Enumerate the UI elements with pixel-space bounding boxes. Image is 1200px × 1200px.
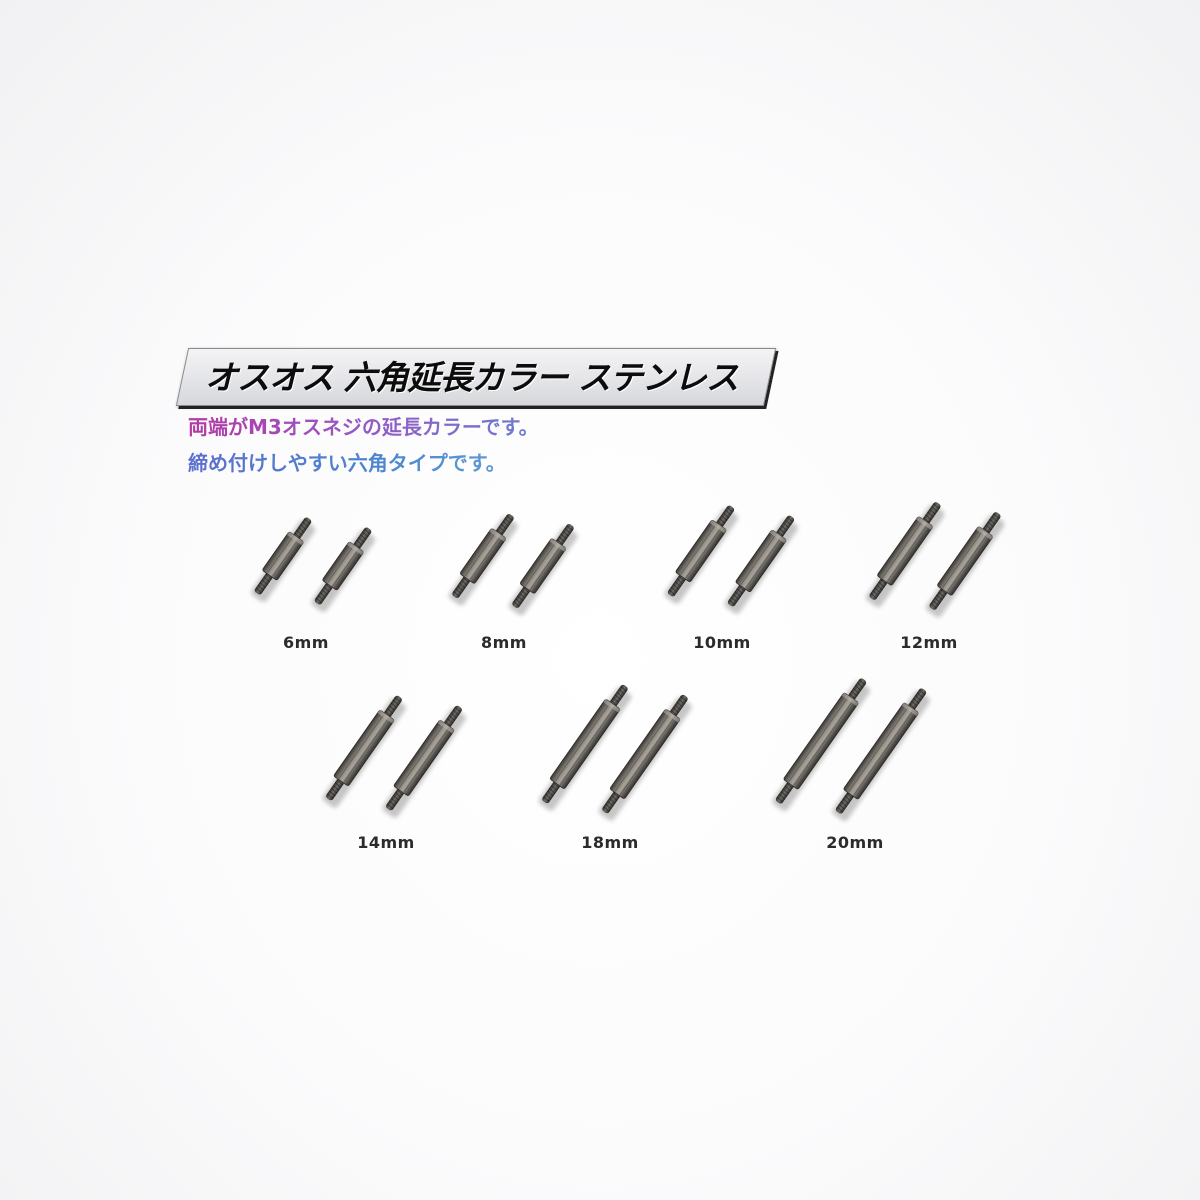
size-label-6mm: 6mm — [283, 633, 329, 652]
spacer-8mm-left — [448, 514, 518, 606]
spacer-20mm-left — [772, 678, 870, 812]
spacer-pair-14mm — [322, 695, 466, 818]
product-title: オスオス 六角延長カラー ステンレス — [205, 358, 739, 397]
spacer-8mm-right — [508, 524, 578, 616]
size-label-12mm: 12mm — [900, 633, 958, 652]
size-label-18mm: 18mm — [581, 833, 639, 852]
spacer-pair-10mm — [664, 505, 798, 614]
spacer-10mm-left — [664, 505, 738, 604]
spacer-20mm-right — [832, 688, 930, 822]
spacer-pair-8mm — [448, 514, 578, 616]
spacer-18mm-right — [598, 694, 692, 821]
spacer-12mm-right — [925, 512, 1005, 618]
size-label-10mm: 10mm — [693, 633, 751, 652]
subtitle-line-1: 両端がM3オスネジの延長カラーです。 — [188, 415, 539, 439]
size-label-8mm: 8mm — [481, 633, 527, 652]
spacer-14mm-left — [322, 695, 406, 808]
spacer-pair-6mm — [251, 517, 376, 612]
spacer-pair-20mm — [772, 678, 930, 822]
spacer-pair-18mm — [538, 684, 692, 821]
spacer-6mm-right — [311, 527, 376, 612]
size-label-14mm: 14mm — [357, 833, 415, 852]
spacer-pair-12mm — [865, 502, 1005, 618]
spacer-14mm-right — [382, 705, 466, 818]
spacer-12mm-left — [865, 502, 945, 608]
spacer-6mm-left — [251, 517, 316, 602]
size-label-20mm: 20mm — [826, 833, 884, 852]
subtitle-line-2: 締め付けしやすい六角タイプです。 — [188, 451, 506, 475]
spacer-18mm-left — [538, 684, 632, 811]
spacer-10mm-right — [724, 515, 798, 614]
